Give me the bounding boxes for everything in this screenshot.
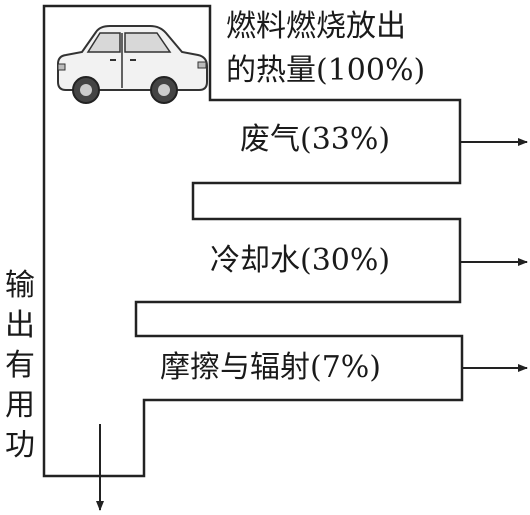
car-icon — [57, 25, 208, 104]
friction-radiation-loss-label: 摩擦与辐射(7%) — [160, 350, 382, 385]
coolant-loss-label: 冷却水(30%) — [210, 243, 391, 278]
title-line-1: 燃料燃烧放出 — [226, 9, 406, 44]
title-line-2: 的热量(100%) — [226, 53, 426, 88]
useful-work-label: 输出有用功 — [5, 268, 35, 463]
exhaust-loss-label: 废气(33%) — [240, 122, 391, 157]
energy-flow-outline — [42, 4, 464, 478]
